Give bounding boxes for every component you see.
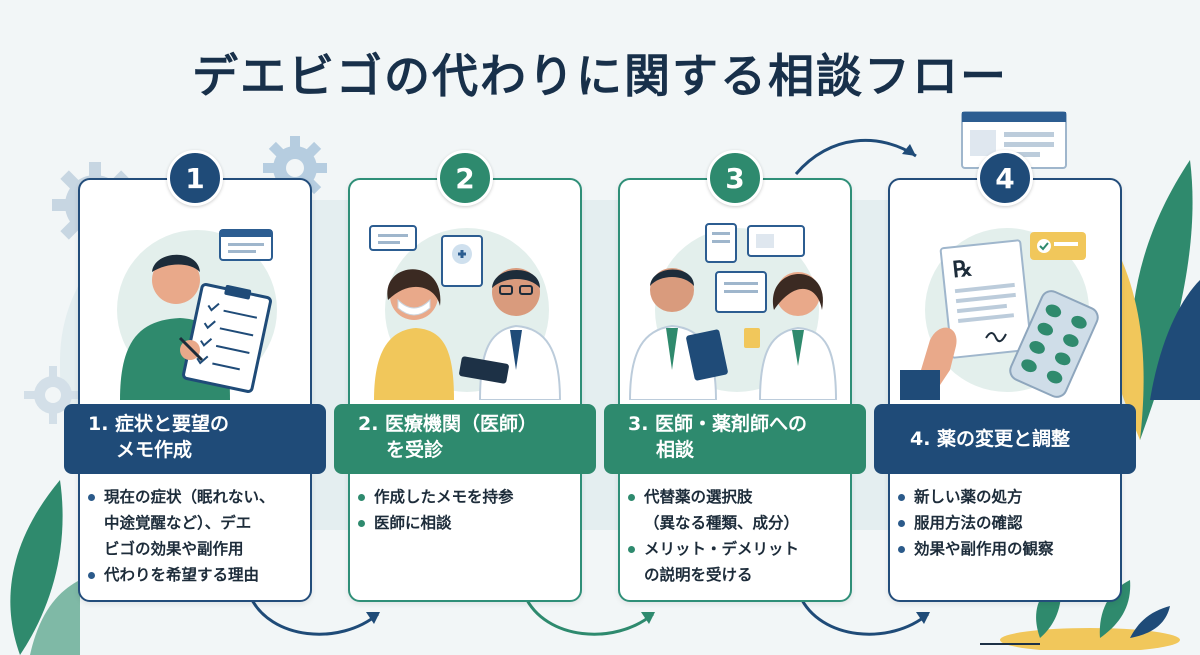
gear-icon <box>24 366 82 424</box>
doctor-and-pharmacist-illustration <box>628 223 838 400</box>
step-heading-2: 2. 医療機関（医師） を受診 <box>334 404 596 474</box>
patient-and-doctor-illustration <box>369 225 562 400</box>
bullet-item: 効果や副作用の観察 <box>896 536 1120 562</box>
flow-arrow-icon <box>794 139 917 175</box>
bullet-item: 代替薬の選択肢 <box>626 484 850 510</box>
step-number-badge-2: 2 <box>437 150 493 206</box>
bullet-item: メリット・デメリット <box>626 536 850 562</box>
bullet-item: 新しい薬の処方 <box>896 484 1120 510</box>
flow-arrow-icon <box>523 595 655 636</box>
step-heading-line1: 2. 医療機関（医師） <box>358 413 538 435</box>
plant-decoration-icon <box>980 580 1180 650</box>
step-card-4: ℞ <box>888 178 1122 602</box>
bullet-item: 医師に相談 <box>356 510 580 536</box>
step-heading-line2: 相談 <box>656 439 695 461</box>
step-heading-line2: を受診 <box>386 439 444 461</box>
step-bullets-2: 作成したメモを持参 医師に相談 <box>356 484 580 536</box>
step-bullets-4: 新しい薬の処方 服用方法の確認 効果や副作用の観察 <box>896 484 1120 562</box>
step-heading-4: 4. 薬の変更と調整 <box>874 404 1136 474</box>
svg-text:℞: ℞ <box>951 255 973 282</box>
step-heading-line1: 1. 症状と要望の <box>88 413 230 435</box>
flow-arrow-icon <box>798 595 930 636</box>
step-number-badge-4: 4 <box>977 150 1033 206</box>
bullet-item: 中途覚醒など）、デエ <box>104 514 252 532</box>
bullet-item: の説明を受ける <box>644 566 753 584</box>
step-heading-line2: メモ作成 <box>116 439 193 461</box>
person-writing-checklist-illustration <box>117 229 277 400</box>
step-number-badge-1: 1 <box>167 150 223 206</box>
leaf-decoration-icon <box>10 480 80 655</box>
prescription-and-pills-illustration: ℞ <box>900 228 1099 400</box>
bullet-item: 代わりを希望する理由 <box>86 562 310 588</box>
step-bullets-3: 代替薬の選択肢 （異なる種類、成分） メリット・デメリット の説明を受ける <box>626 484 850 588</box>
step-heading-line1: 4. 薬の変更と調整 <box>910 428 1071 450</box>
step-heading-1: 1. 症状と要望の メモ作成 <box>64 404 326 474</box>
step-heading-line1: 3. 医師・薬剤師への <box>628 413 808 435</box>
page-title: デエビゴの代わりに関する相談フロー <box>192 49 1008 103</box>
document-window-icon <box>961 111 1067 169</box>
bullet-item: 作成したメモを持参 <box>356 484 580 510</box>
step-heading-3: 3. 医師・薬剤師への 相談 <box>604 404 866 474</box>
step-bullets-1: 現在の症状（眠れない、 中途覚醒など）、デエ ビゴの効果や副作用 代わりを希望す… <box>86 484 310 588</box>
bullet-item: ビゴの効果や副作用 <box>104 540 244 558</box>
bullet-item: （異なる種類、成分） <box>644 514 800 532</box>
step-card-3 <box>618 178 852 602</box>
step-card-2 <box>348 178 582 602</box>
step-card-1 <box>78 178 312 602</box>
bullet-item: 服用方法の確認 <box>896 510 1120 536</box>
step-number-badge-3: 3 <box>707 150 763 206</box>
flow-arrow-icon <box>248 595 380 636</box>
bullet-item: 現在の症状（眠れない、 <box>86 484 310 510</box>
